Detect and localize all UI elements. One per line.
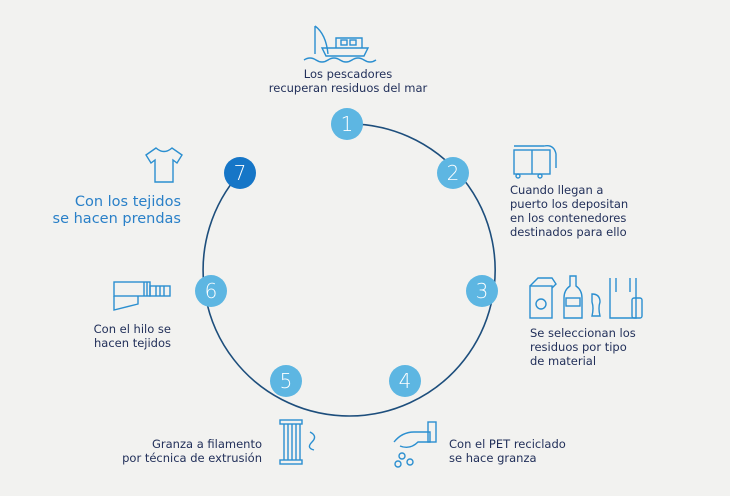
step-4-node: 4 — [389, 365, 421, 397]
step-2-line: en los contenedores — [510, 211, 627, 225]
sorted-waste-icon — [526, 272, 656, 322]
step-5-line: Granza a filamento — [151, 437, 262, 451]
step-7-line: Con los tejidos — [74, 194, 181, 210]
step-3-line: residuos por tipo — [530, 340, 627, 354]
step-5-label: Granza a filamento por técnica de extrus… — [122, 437, 262, 465]
step-4-line: Con el PET reciclado — [449, 437, 566, 451]
fabric-roll-icon — [112, 280, 172, 316]
thread-spool-icon — [276, 418, 326, 466]
step-2-label: Cuando llegan a puerto los depositan en … — [510, 183, 628, 239]
hand-pellets-icon — [390, 420, 440, 468]
waste-container-icon — [510, 140, 560, 180]
step-1-line: recuperan residuos del mar — [268, 81, 428, 95]
step-2-line: Cuando llegan a — [510, 183, 604, 197]
step-1-label: Los pescadores recuperan residuos del ma… — [248, 67, 448, 95]
step-3-line: Se seleccionan los — [530, 326, 636, 340]
step-1-node: 1 — [331, 108, 363, 140]
step-4-line: se hace granza — [449, 451, 537, 465]
step-7-label: Con los tejidos se hacen prendas — [53, 194, 181, 228]
step-2-line: puerto los depositan — [510, 197, 629, 211]
step-3-line: de material — [530, 354, 597, 368]
step-2-node: 2 — [437, 157, 469, 189]
step-3-label: Se seleccionan los residuos por tipo de … — [530, 326, 636, 368]
step-7-line: se hacen prendas — [52, 211, 181, 227]
step-2-line: destinados para ello — [510, 225, 627, 239]
step-6-line: hacen tejidos — [94, 336, 171, 350]
step-4-label: Con el PET reciclado se hace granza — [449, 437, 566, 465]
step-7-node: 7 — [224, 157, 256, 189]
fishing-boat-icon — [300, 22, 380, 68]
step-6-label: Con el hilo se hacen tejidos — [94, 322, 171, 350]
step-6-line: Con el hilo se — [93, 322, 171, 336]
step-5-node: 5 — [270, 365, 302, 397]
step-3-node: 3 — [466, 275, 498, 307]
step-5-line: por técnica de extrusión — [122, 451, 262, 465]
step-1-line: Los pescadores — [303, 67, 393, 81]
tshirt-icon — [142, 145, 186, 185]
step-6-node: 6 — [195, 275, 227, 307]
